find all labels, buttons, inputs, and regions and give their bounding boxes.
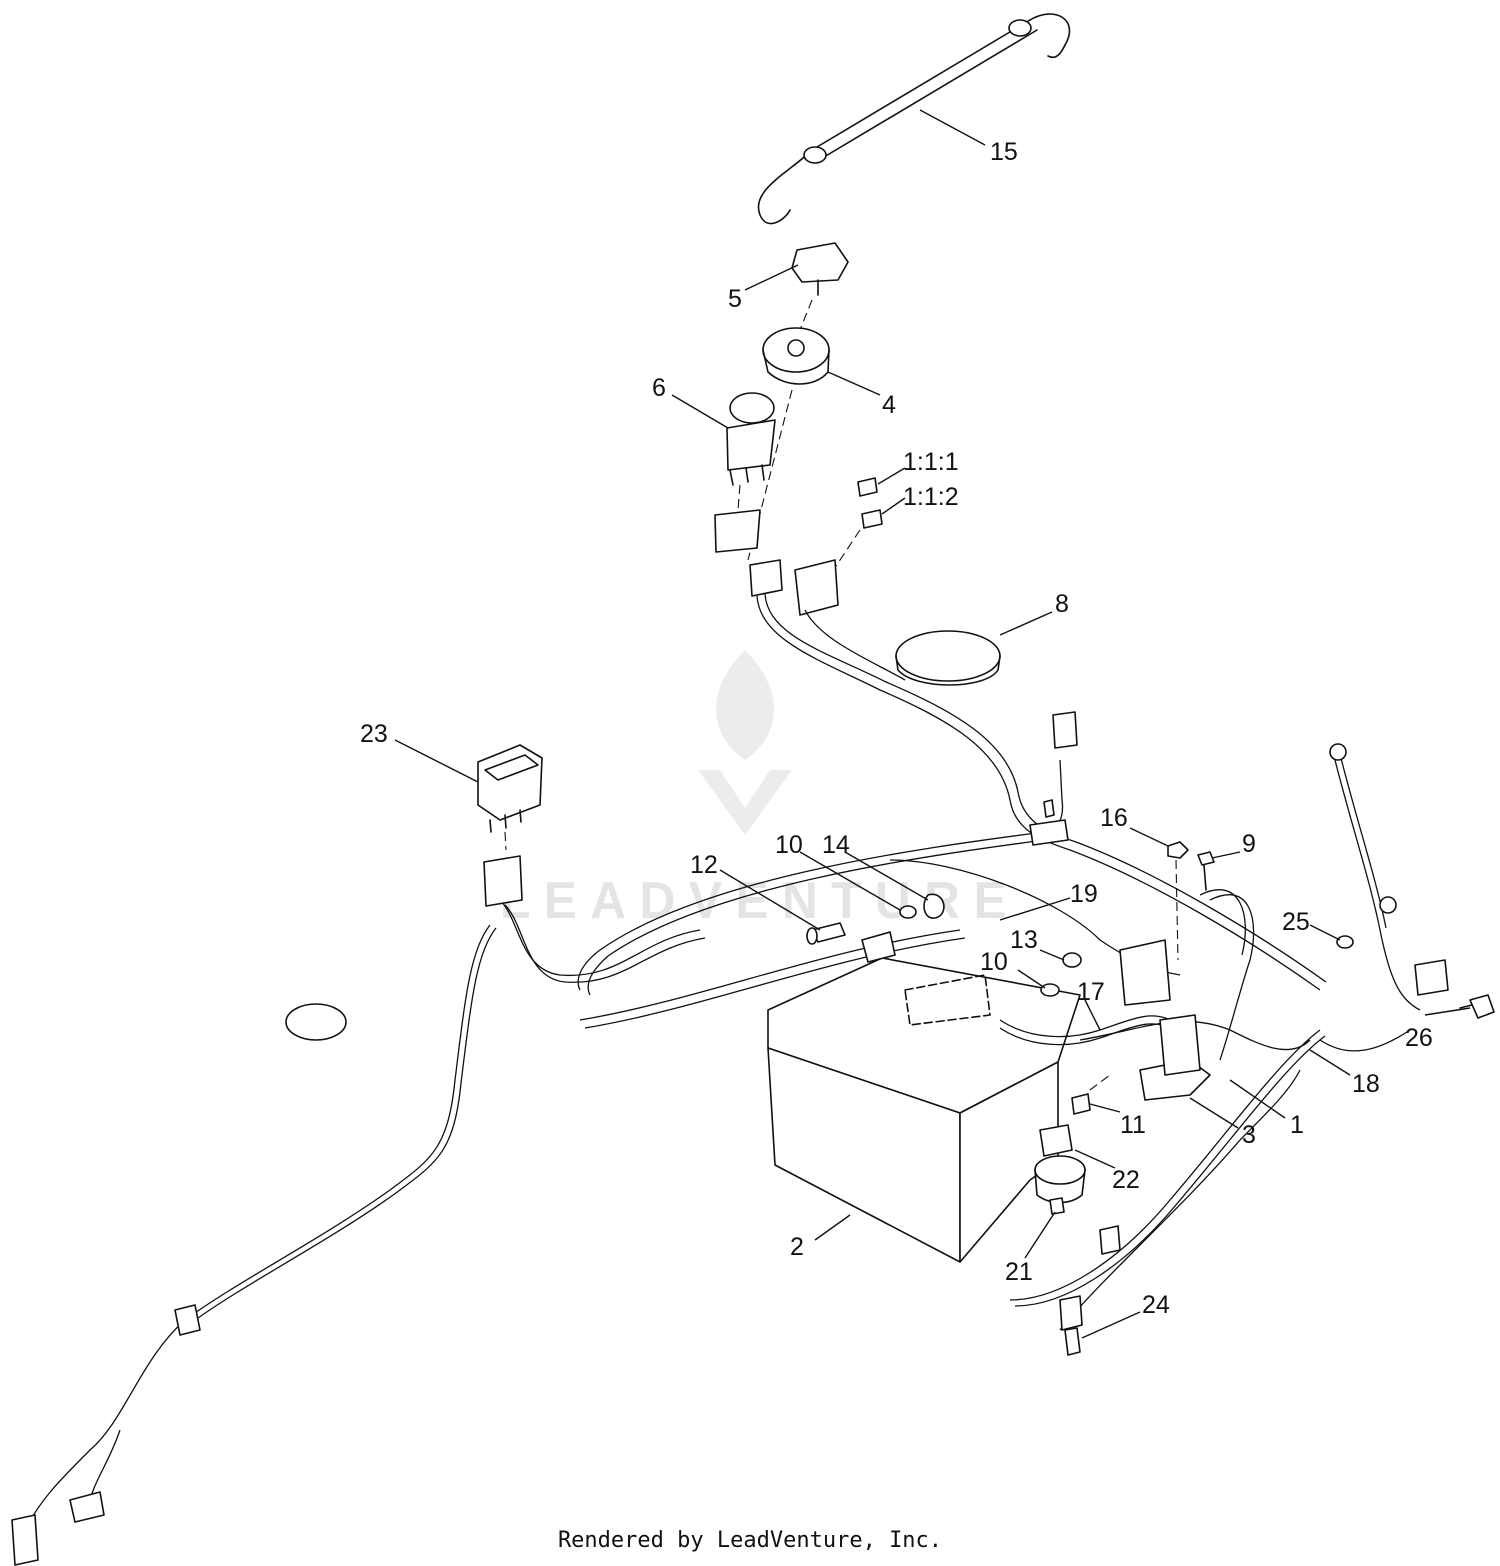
part-6-pto-switch xyxy=(714,392,776,553)
part-2-battery xyxy=(285,931,1081,1263)
left-wire xyxy=(11,924,497,1566)
part-22-key-switch xyxy=(1034,1124,1086,1215)
callout-1-1-1: 1:1:1 xyxy=(903,448,959,476)
callout-4: 4 xyxy=(882,391,896,419)
callout-5: 5 xyxy=(728,285,742,313)
part-8-cap xyxy=(895,630,1001,686)
harness-connectors xyxy=(749,559,839,616)
callout-26: 26 xyxy=(1405,1024,1433,1052)
callout-24: 24 xyxy=(1142,1291,1170,1319)
part-23-rocker-switch xyxy=(477,744,543,907)
watermark-text: LEADVENTURE xyxy=(500,872,1020,930)
callout-8: 8 xyxy=(1055,590,1069,618)
callout-19: 19 xyxy=(1070,880,1098,908)
part-4-ignition-switch xyxy=(747,327,830,561)
callout-17: 17 xyxy=(1077,978,1105,1006)
callout-10-top: 10 xyxy=(775,831,803,859)
callout-14: 14 xyxy=(822,831,850,859)
footer-credit: Rendered by LeadVenture, Inc. xyxy=(557,1528,943,1553)
callout-22: 22 xyxy=(1112,1166,1140,1194)
callout-18: 18 xyxy=(1352,1070,1380,1098)
callout-12: 12 xyxy=(690,851,718,879)
callout-1: 1 xyxy=(1290,1111,1304,1139)
callout-1-1-2: 1:1:2 xyxy=(903,483,959,511)
part-15-rod xyxy=(757,13,1071,225)
callout-15: 15 xyxy=(990,138,1018,166)
callout-9: 9 xyxy=(1242,830,1256,858)
hardware xyxy=(806,743,1495,1115)
wire-harness xyxy=(499,593,1421,1331)
callout-25: 25 xyxy=(1282,908,1310,936)
top-connector xyxy=(1029,711,1078,846)
callout-16: 16 xyxy=(1100,804,1128,832)
callout-11: 11 xyxy=(1120,1111,1146,1139)
callout-23: 23 xyxy=(360,720,388,748)
leader-lines xyxy=(394,109,1471,1339)
callout-21: 21 xyxy=(1005,1258,1033,1286)
callout-13: 13 xyxy=(1010,926,1038,954)
callout-10-bottom: 10 xyxy=(980,948,1008,976)
part-3-solenoid xyxy=(1119,939,1211,1101)
part-5-key xyxy=(791,242,849,336)
watermark: LEADVENTURE xyxy=(500,650,1020,930)
fuses xyxy=(829,477,883,576)
part-24-connector xyxy=(1059,1225,1121,1356)
callouts: 15 5 4 6 1:1:1 1:1:2 8 23 12 10 14 19 16… xyxy=(360,138,1433,1319)
callout-3: 3 xyxy=(1242,1121,1256,1149)
callout-6: 6 xyxy=(652,374,666,402)
callout-2: 2 xyxy=(790,1233,804,1261)
